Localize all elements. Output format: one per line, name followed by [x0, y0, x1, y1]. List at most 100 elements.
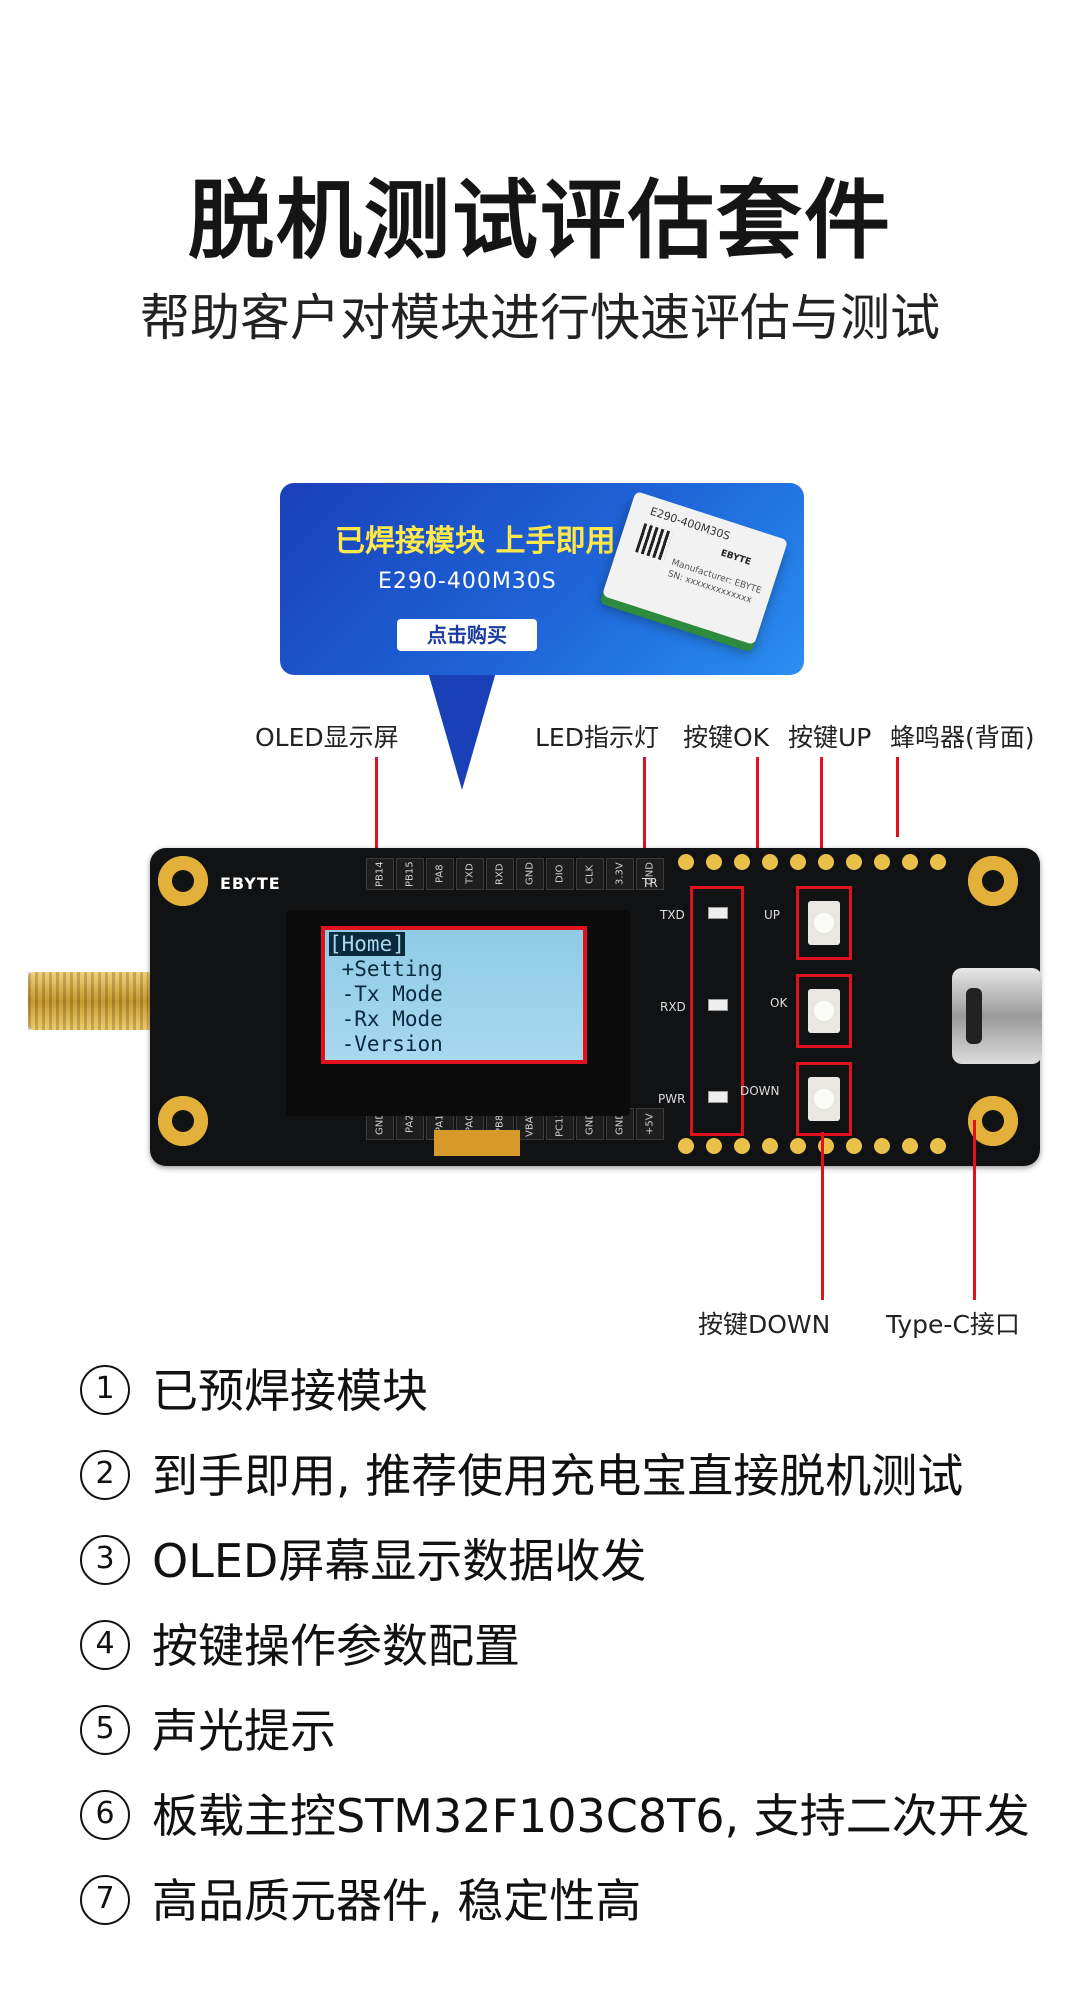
- feature-item: 7 高品质元器件, 稳定性高: [80, 1865, 641, 1931]
- solder-pad: [930, 1138, 946, 1154]
- oled-module: [Home] +Setting -Tx Mode -Rx Mode -Versi…: [286, 910, 630, 1156]
- bottom-pad-row: [678, 1138, 946, 1154]
- feature-text: 按键操作参数配置: [152, 1619, 520, 1673]
- feature-number: 4: [80, 1619, 130, 1670]
- feature-number: 5: [80, 1704, 130, 1755]
- oled-line: -Version: [329, 1032, 443, 1056]
- oled-line: +Setting: [329, 957, 443, 981]
- promo-pointer: [428, 672, 496, 790]
- label-led: LED指示灯: [535, 723, 659, 752]
- label-key-down: 按键DOWN: [698, 1310, 831, 1339]
- callout-line-up: [820, 757, 823, 877]
- feature-item: 3 OLED屏幕显示数据收发: [80, 1525, 646, 1591]
- callout-line-down: [821, 1132, 824, 1300]
- mounting-hole: [968, 1096, 1018, 1146]
- label-typec: Type-C接口: [886, 1310, 1020, 1339]
- solder-pad: [846, 1138, 862, 1154]
- feature-text: 板载主控STM32F103C8T6, 支持二次开发: [152, 1789, 1030, 1843]
- button-label: UP: [764, 908, 781, 922]
- solder-pad: [790, 1138, 806, 1154]
- feature-number: 1: [80, 1364, 130, 1415]
- oled-line: -Tx Mode: [329, 982, 443, 1006]
- led-label: RXD: [660, 1000, 686, 1014]
- button-label: DOWN: [740, 1084, 780, 1098]
- label-key-up: 按键UP: [788, 723, 872, 752]
- mounting-hole: [968, 856, 1018, 906]
- solder-pad: [706, 854, 722, 870]
- pin-label: RXD: [486, 858, 514, 890]
- type-c-port: [952, 968, 1042, 1064]
- feature-text: 已预焊接模块: [152, 1364, 428, 1418]
- led-indicator-group: [690, 886, 744, 1136]
- feature-item: 4 按键操作参数配置: [80, 1610, 520, 1676]
- page-title: 脱机测试评估套件: [188, 171, 892, 271]
- feature-number: 3: [80, 1534, 130, 1585]
- feature-text: 高品质元器件, 稳定性高: [152, 1874, 642, 1928]
- feature-number: 7: [80, 1874, 130, 1925]
- oled-screen: [Home] +Setting -Tx Mode -Rx Mode -Versi…: [321, 926, 587, 1064]
- feature-item: 1 已预焊接模块: [80, 1355, 428, 1421]
- solder-pad: [706, 1138, 722, 1154]
- solder-pad: [818, 854, 834, 870]
- callout-line-oled: [375, 757, 378, 935]
- feature-text: OLED屏幕显示数据收发: [152, 1534, 647, 1588]
- label-oled: OLED显示屏: [255, 723, 399, 752]
- feature-item: 2 到手即用, 推荐使用充电宝直接脱机测试: [80, 1440, 963, 1506]
- pin-label: GND: [516, 858, 544, 890]
- feature-number: 2: [80, 1449, 130, 1500]
- mounting-hole: [158, 1096, 208, 1146]
- page-subtitle: 帮助客户对模块进行快速评估与测试: [140, 289, 940, 347]
- solder-pad: [734, 1138, 750, 1154]
- solder-pad: [790, 854, 806, 870]
- callout-line-typec: [973, 1120, 976, 1300]
- down-button[interactable]: [796, 1062, 852, 1136]
- button-cap: [808, 901, 840, 945]
- pin-label: DIO: [546, 858, 574, 890]
- mounting-hole: [158, 856, 208, 906]
- pin-label: PB15: [396, 858, 424, 890]
- feature-item: 5 声光提示: [80, 1695, 336, 1761]
- pin-label: +5V: [636, 1108, 664, 1140]
- promo-model: E290-400M30S: [378, 569, 557, 594]
- label-buzzer: 蜂鸣器(背面): [890, 723, 1035, 752]
- oled-line: [Home]: [329, 932, 405, 956]
- solder-pad: [902, 854, 918, 870]
- pin-label: PA8: [426, 858, 454, 890]
- feature-text: 声光提示: [152, 1704, 336, 1758]
- callout-line-buzzer: [896, 757, 899, 837]
- solder-pad: [678, 1138, 694, 1154]
- pin-label: TXD: [456, 858, 484, 890]
- pin-label: CLK: [576, 858, 604, 890]
- led-rxd: [708, 999, 728, 1011]
- qr-code-icon: [635, 523, 673, 561]
- led-pwr: [708, 1091, 728, 1103]
- board-logo: EBYTE: [220, 874, 281, 893]
- solder-pad: [874, 1138, 890, 1154]
- promo-banner[interactable]: 已焊接模块 上手即用 E290-400M30S 点击购买 E290-400M30…: [280, 483, 804, 675]
- module-brand: EBYTE: [719, 548, 753, 568]
- solder-pad: [930, 854, 946, 870]
- led-label: PWR: [658, 1092, 686, 1106]
- button-cap: [808, 989, 840, 1033]
- buy-button[interactable]: 点击购买: [397, 619, 537, 651]
- label-key-ok: 按键OK: [683, 723, 770, 752]
- pin-label: 3.3V: [606, 858, 634, 890]
- solder-pad: [846, 854, 862, 870]
- solder-pad: [678, 854, 694, 870]
- feature-number: 6: [80, 1789, 130, 1840]
- solder-pad: [874, 854, 890, 870]
- solder-pad: [734, 854, 750, 870]
- solder-pad: [762, 1138, 778, 1154]
- feature-text: 到手即用, 推荐使用充电宝直接脱机测试: [152, 1449, 964, 1503]
- pin-label: PB14: [366, 858, 394, 890]
- feature-item: 6 板载主控STM32F103C8T6, 支持二次开发: [80, 1780, 1030, 1846]
- solder-pad: [902, 1138, 918, 1154]
- top-pad-row: [678, 854, 946, 870]
- up-button[interactable]: [796, 886, 852, 960]
- solder-pad: [762, 854, 778, 870]
- led-txd: [708, 907, 728, 919]
- ok-button[interactable]: [796, 974, 852, 1048]
- promo-headline: 已焊接模块 上手即用: [335, 524, 616, 559]
- oled-line: -Rx Mode: [329, 1007, 443, 1031]
